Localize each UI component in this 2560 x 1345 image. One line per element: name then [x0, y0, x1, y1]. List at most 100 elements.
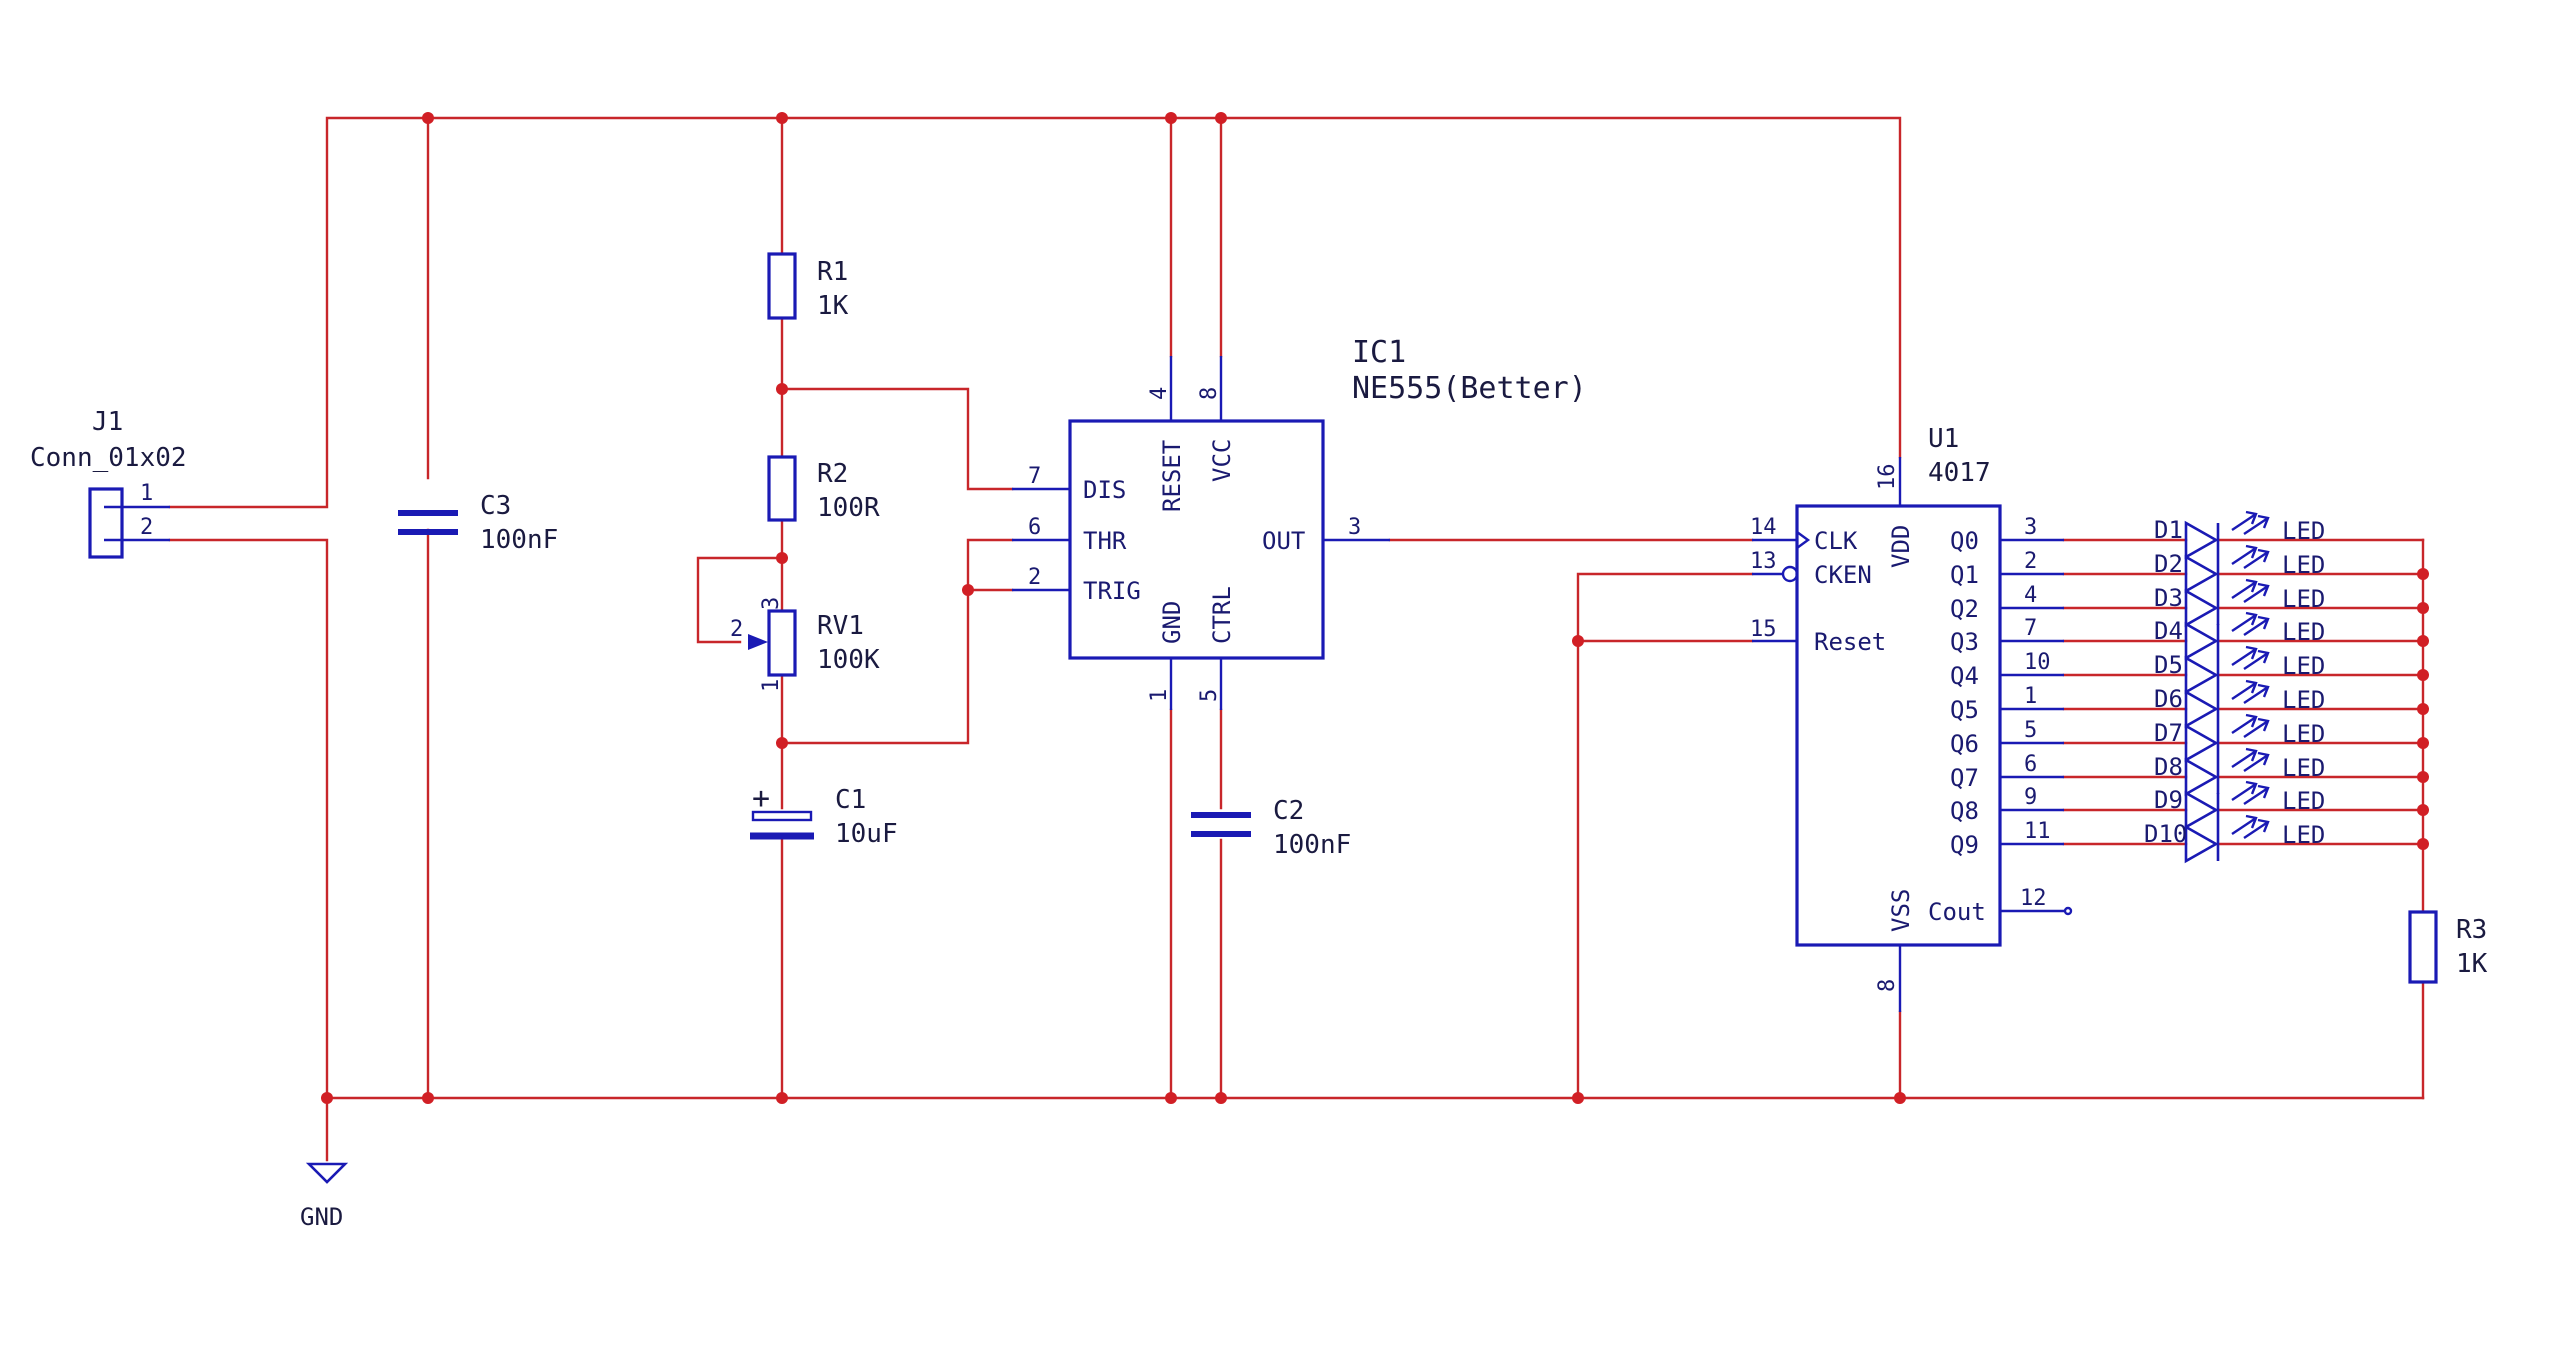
ic1-pin-num-reset: 4 — [1147, 387, 1172, 400]
ic1-pin-num-ctrl: 5 — [1197, 689, 1222, 702]
resistor-body — [767, 252, 797, 320]
ic1-pin-name-vcc: VCC — [1208, 439, 1236, 482]
u1-pin-name-vss: VSS — [1887, 889, 1915, 932]
ic1-pin-name-gnd: GND — [1158, 601, 1186, 644]
capacitor-plate-positive — [751, 810, 813, 822]
junction — [2417, 703, 2429, 715]
light-emission-icon — [2245, 747, 2258, 762]
c3-value: 100nF — [480, 525, 558, 555]
wire-rv1-wiper — [696, 556, 784, 644]
u1-pin-num-vdd: 16 — [1875, 464, 1900, 491]
light-emission-icon — [2231, 783, 2257, 801]
light-emission-icon — [2257, 582, 2270, 597]
light-emission-icon — [2243, 618, 2269, 636]
light-emission-icon — [2245, 780, 2258, 795]
light-emission-icon — [2243, 686, 2269, 704]
light-emission-icon — [2231, 581, 2257, 599]
u1-output-name: Q7 — [1950, 764, 1979, 792]
ic1-pin-num-out: 3 — [1348, 515, 1361, 540]
led-value: LED — [2282, 618, 2325, 646]
light-emission-icon — [2245, 611, 2258, 626]
r1-value: 1K — [817, 291, 849, 321]
led-ref: D5 — [2154, 651, 2183, 679]
u1-output-num: 1 — [2024, 684, 2037, 709]
light-emission-icon — [2231, 648, 2257, 666]
led-triangle-icon — [2184, 757, 2219, 797]
u1-output-name: Q9 — [1950, 831, 1979, 859]
led-triangle-icon — [2184, 790, 2219, 830]
u1-4017: 14 13 15 16 8 12 CLK CKEN Reset VDD VSS … — [1750, 424, 2073, 1012]
inversion-bubble-icon — [1781, 565, 1799, 583]
led-value: LED — [2282, 787, 2325, 815]
junction — [962, 584, 974, 596]
ic1-pin-num-trig: 2 — [1028, 565, 1041, 590]
led-value: LED — [2282, 821, 2325, 849]
junction — [2417, 838, 2429, 850]
wire-vcc-rail — [168, 116, 1902, 509]
c3-ref: C3 — [480, 491, 511, 521]
ic1-pin-num-gnd: 1 — [1147, 689, 1172, 702]
u1-output-num: 4 — [2024, 583, 2037, 608]
junction — [2417, 804, 2429, 816]
r3-value: 1K — [2456, 949, 2488, 979]
ic1-pin-name-thr: THR — [1083, 527, 1127, 555]
light-emission-icon — [2231, 682, 2257, 700]
u1-output-name: Q3 — [1950, 628, 1979, 656]
led-junctions — [2417, 568, 2429, 850]
ic1-pin-name-ctrl: CTRL — [1208, 586, 1236, 644]
led-value: LED — [2282, 551, 2325, 579]
ic1-pin-name-dis: DIS — [1083, 476, 1126, 504]
rv1-value: 100K — [817, 645, 880, 675]
light-emission-icon — [2245, 544, 2258, 559]
led-triangle-icon — [2184, 621, 2219, 661]
junction — [1572, 1092, 1584, 1104]
wire-cken — [1576, 572, 1754, 1100]
led-triangle-icon — [2184, 723, 2219, 763]
led-value: LED — [2282, 652, 2325, 680]
c1-value: 10uF — [835, 819, 898, 849]
u1-output-name: Q8 — [1950, 797, 1979, 825]
capacitor-c2: C2 100nF — [1191, 796, 1351, 860]
u1-output-num: 3 — [2024, 515, 2037, 540]
light-emission-icon — [2243, 821, 2269, 839]
u1-output-name: Q5 — [1950, 696, 1979, 724]
led-triangle-icon — [2184, 689, 2219, 729]
u1-output-name: Q0 — [1950, 527, 1979, 555]
led-value: LED — [2282, 720, 2325, 748]
led-ref: D4 — [2154, 617, 2183, 645]
light-emission-icon — [2245, 814, 2258, 829]
ic1-pin-num-dis: 7 — [1028, 464, 1041, 489]
u1-value: 4017 — [1928, 458, 1991, 488]
ic1-pin-name-trig: TRIG — [1083, 577, 1141, 605]
c1-polarity: + — [752, 781, 770, 816]
light-emission-icon — [2231, 513, 2257, 531]
junction — [1894, 1092, 1906, 1104]
light-emission-icon — [2257, 784, 2270, 799]
u1-pin-name-vdd: VDD — [1887, 525, 1915, 568]
light-emission-icon — [2257, 751, 2270, 766]
j1-ref: J1 — [92, 407, 123, 437]
light-emission-icon — [2257, 683, 2270, 698]
light-emission-icon — [2245, 679, 2258, 694]
wiper-arrow-icon — [748, 634, 768, 650]
c2-ref: C2 — [1273, 796, 1304, 826]
u1-pin-num-vss: 8 — [1875, 979, 1900, 992]
wire-thr — [780, 538, 1014, 745]
u1-pin-name-cout: Cout — [1928, 898, 1986, 926]
rv1-pin-1: 1 — [759, 679, 784, 692]
rv1-pin-2: 2 — [730, 617, 743, 642]
light-emission-icon — [2245, 645, 2258, 660]
junction — [776, 737, 788, 749]
u1-ref: U1 — [1928, 424, 1959, 454]
unconnected-pin-marker — [2063, 906, 2073, 916]
light-emission-icon — [2245, 510, 2258, 525]
junction — [1165, 1092, 1177, 1104]
